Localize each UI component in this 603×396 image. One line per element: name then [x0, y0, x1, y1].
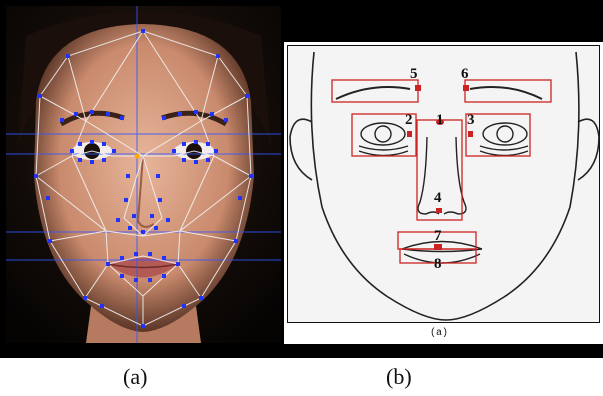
region-number-5: 5 — [410, 66, 418, 82]
sketch-caption: (a) — [430, 328, 448, 339]
face-sketch-panel: 5 6 2 1 3 4 7 8 (a) — [284, 42, 603, 344]
region-number-8: 8 — [434, 256, 442, 272]
nose-sketch — [418, 137, 466, 214]
region-number-6: 6 — [461, 66, 469, 82]
region-number-4: 4 — [434, 190, 442, 206]
face-photo-panel — [6, 6, 281, 343]
face-outline — [290, 52, 599, 320]
region-box-5 — [332, 80, 418, 102]
region-number-2: 2 — [405, 112, 413, 128]
region-boxes — [332, 80, 551, 263]
panel-b-label: (b) — [386, 364, 412, 390]
eyes — [359, 123, 528, 156]
face-landmark-mesh — [6, 6, 281, 343]
region-number-7: 7 — [434, 228, 442, 244]
region-number-1: 1 — [436, 112, 444, 128]
region-box-6 — [465, 80, 551, 102]
eyebrows — [336, 87, 542, 99]
region-number-3: 3 — [467, 112, 475, 128]
face-region-diagram: 5 6 2 1 3 4 7 8 — [284, 42, 603, 344]
panel-a-label: (a) — [123, 364, 147, 390]
center-point — [135, 154, 140, 159]
